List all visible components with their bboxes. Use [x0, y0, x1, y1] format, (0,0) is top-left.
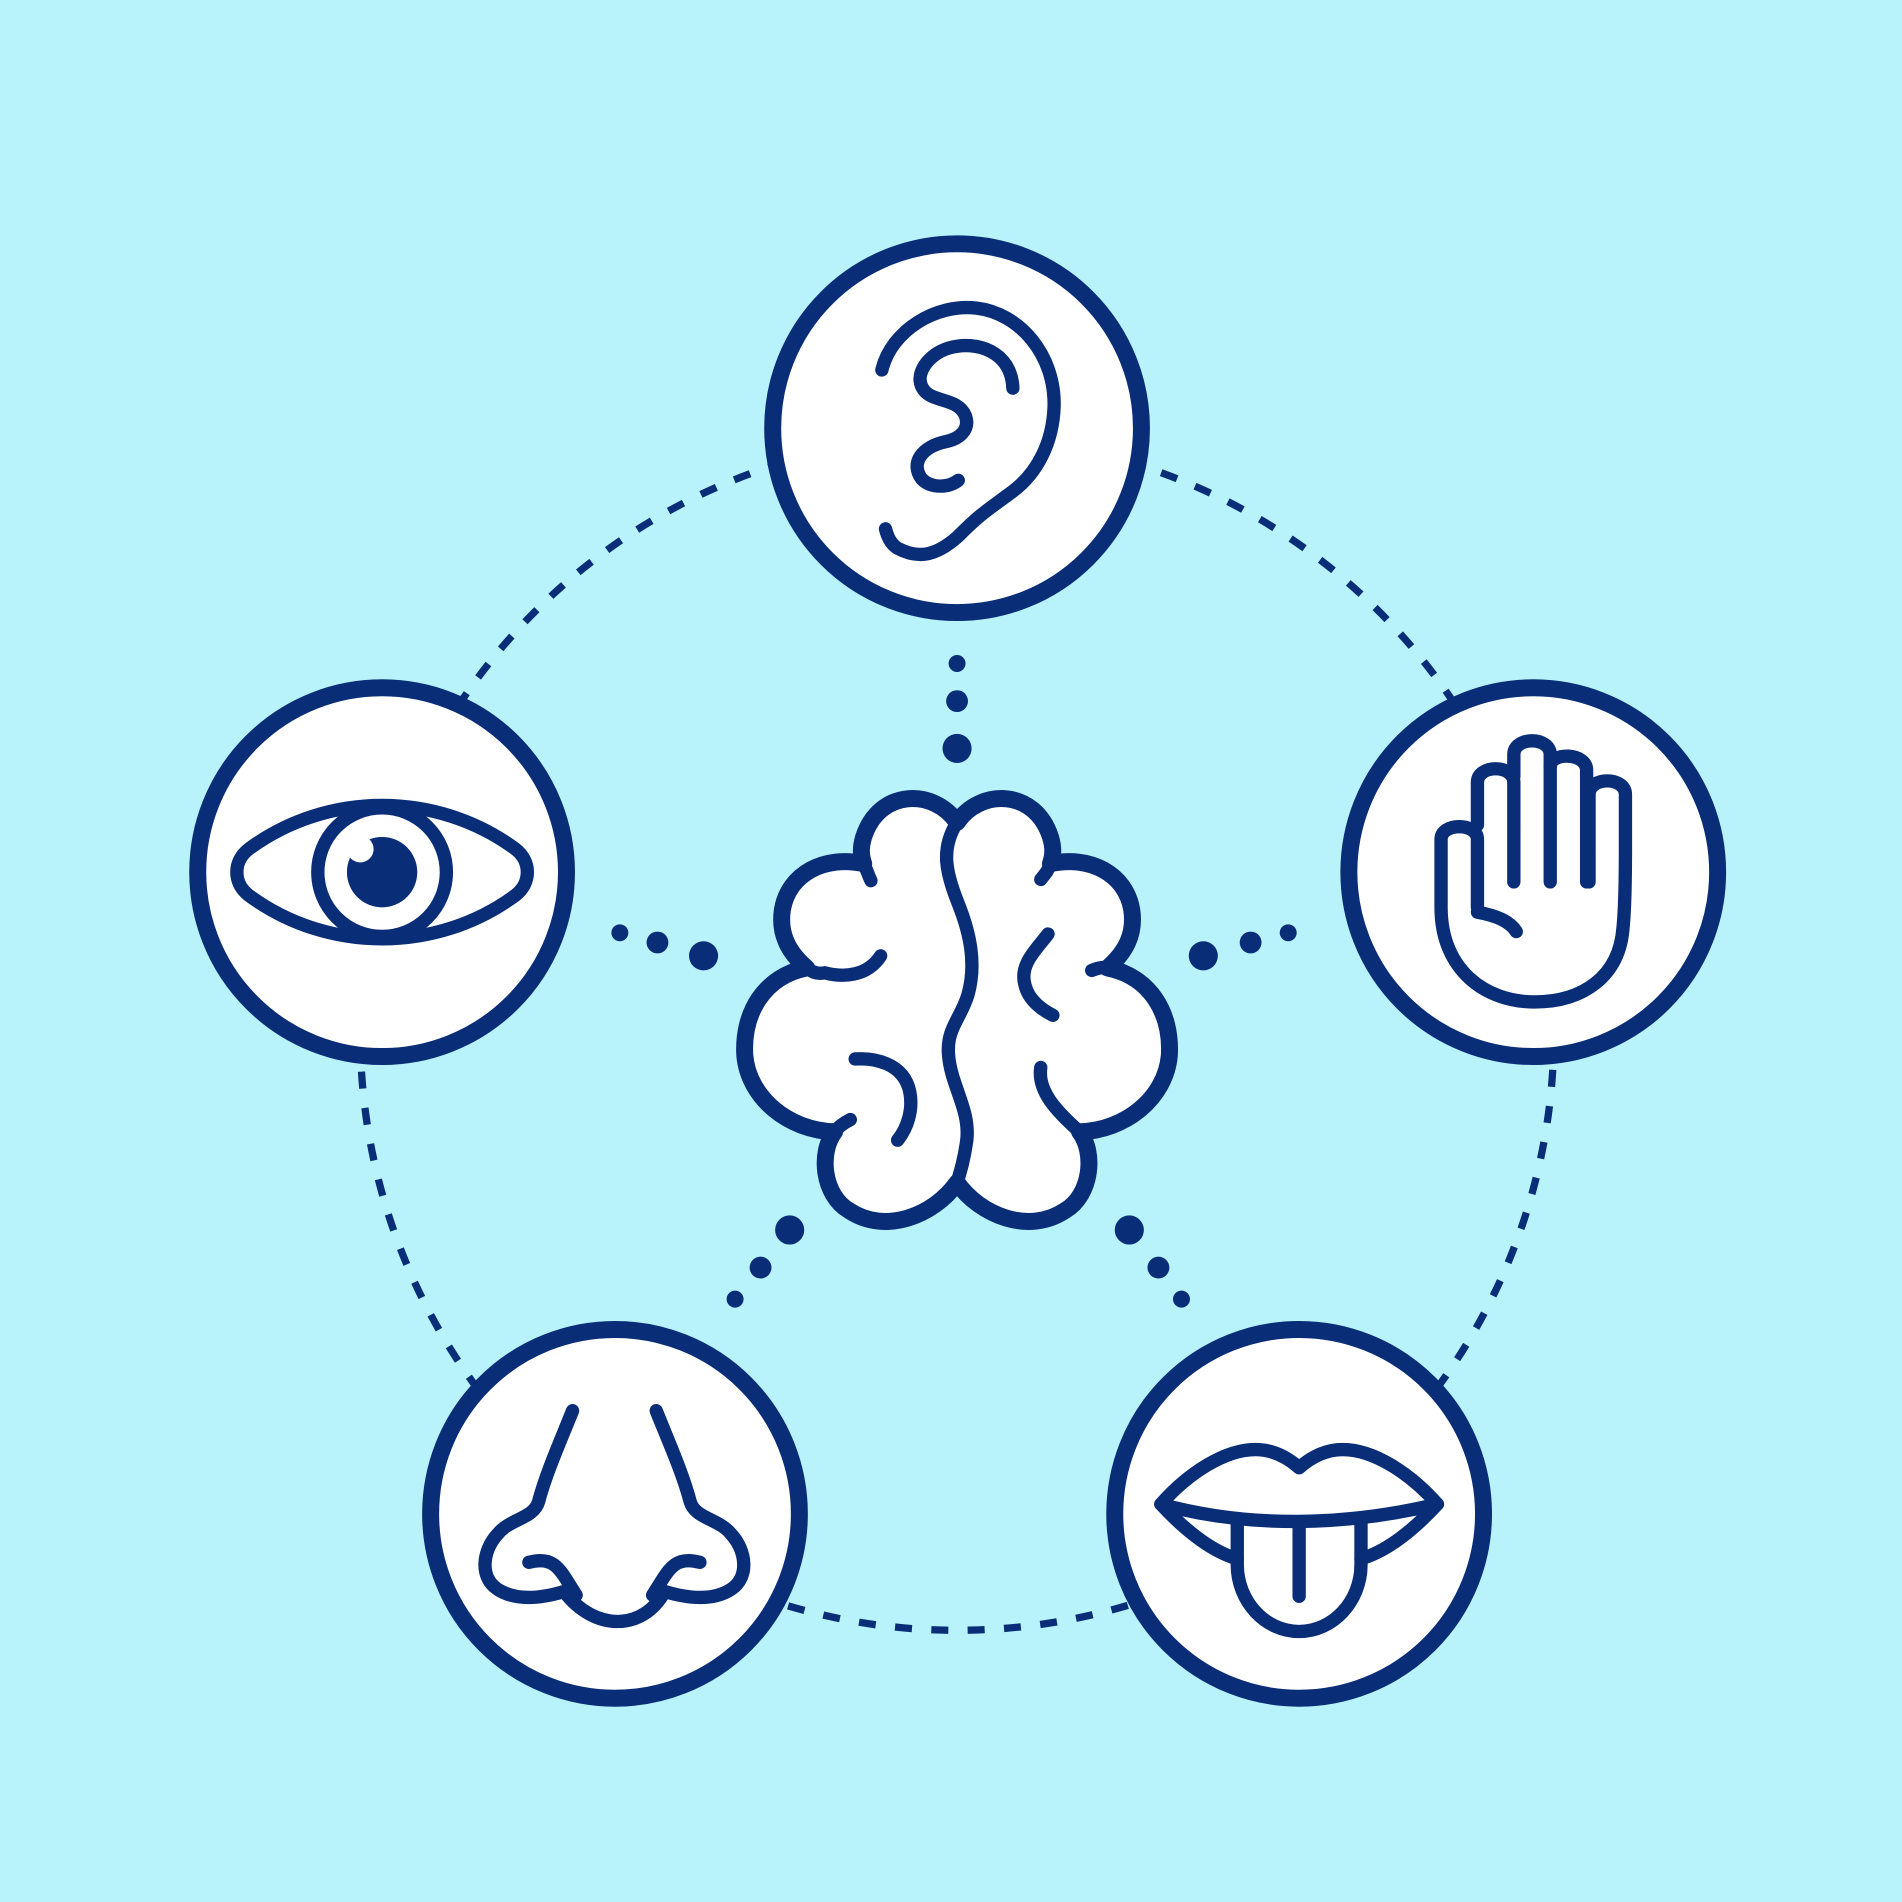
eye-icon [230, 798, 534, 946]
tongue-node [1106, 1320, 1493, 1707]
nose-icon [478, 1404, 751, 1628]
eye-node [189, 679, 575, 1066]
ear-node [764, 235, 1150, 622]
nose-node [422, 1320, 808, 1707]
hand-icon [1434, 734, 1633, 1009]
ear-icon [875, 300, 1061, 562]
brain-icon [736, 790, 1178, 1230]
hand-node [1340, 679, 1727, 1066]
connector-dots [611, 655, 1297, 1308]
tongue-icon [1154, 1442, 1445, 1639]
